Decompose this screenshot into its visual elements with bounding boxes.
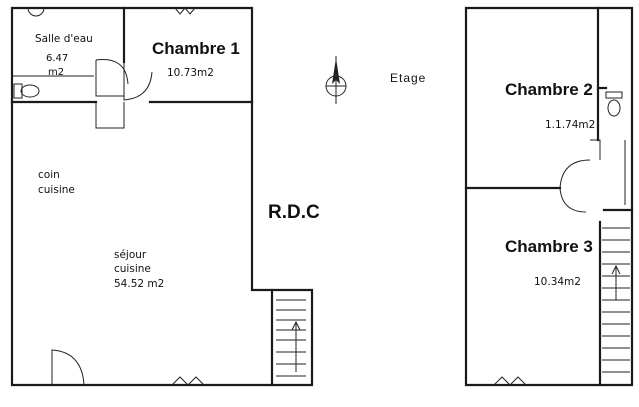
rdc-toilet-icon (13, 83, 40, 99)
etage-wc-wall (596, 6, 608, 142)
rdc-plan: R.D.C Salle d'eau 6.47 m2 Chambre 1 10.7… (10, 6, 320, 387)
sejour-line1: séjour (114, 249, 147, 261)
etage-title: Etage (390, 71, 426, 85)
rdc-entry-door (51, 349, 85, 386)
salle-eau-name: Salle d'eau (35, 33, 93, 45)
salle-eau-area-value: 6.47 (46, 53, 68, 64)
chambre1-area: 10.73m2 (167, 67, 214, 79)
etage-outer-wall (464, 6, 634, 387)
coin-cuisine-line2: cuisine (38, 184, 75, 196)
etage-plan: Etage Chambre 2 1.1.74m2 Chambre 3 10.34… (390, 6, 634, 387)
rdc-staircase (276, 299, 306, 377)
chambre1-name: Chambre 1 (152, 39, 240, 58)
etage-partition-horizontal (464, 186, 634, 212)
rdc-bath-door (95, 59, 129, 97)
chambre2-area: 1.1.74m2 (545, 119, 595, 131)
rdc-chamber1-door (123, 62, 153, 101)
rdc-window-bottom (171, 376, 205, 386)
sejour-line2: cuisine (114, 263, 151, 275)
rdc-window-top (174, 7, 196, 15)
coin-cuisine-line1: coin (38, 169, 60, 181)
chambre3-area: 10.34m2 (534, 276, 581, 288)
etage-toilet-icon (605, 91, 623, 117)
chambre2-name: Chambre 2 (505, 80, 593, 99)
rdc-hall-door (95, 102, 125, 129)
etage-door-center (559, 139, 601, 213)
sejour-area: 54.52 m2 (114, 278, 164, 290)
etage-window-bottom (493, 376, 527, 386)
rdc-sink (27, 7, 45, 17)
rdc-title: R.D.C (268, 202, 320, 223)
salle-eau-area-unit: m2 (48, 67, 64, 78)
compass-icon (325, 56, 347, 104)
chambre3-name: Chambre 3 (505, 237, 593, 256)
rdc-outer-wall (10, 6, 314, 387)
etage-staircase (598, 220, 630, 387)
